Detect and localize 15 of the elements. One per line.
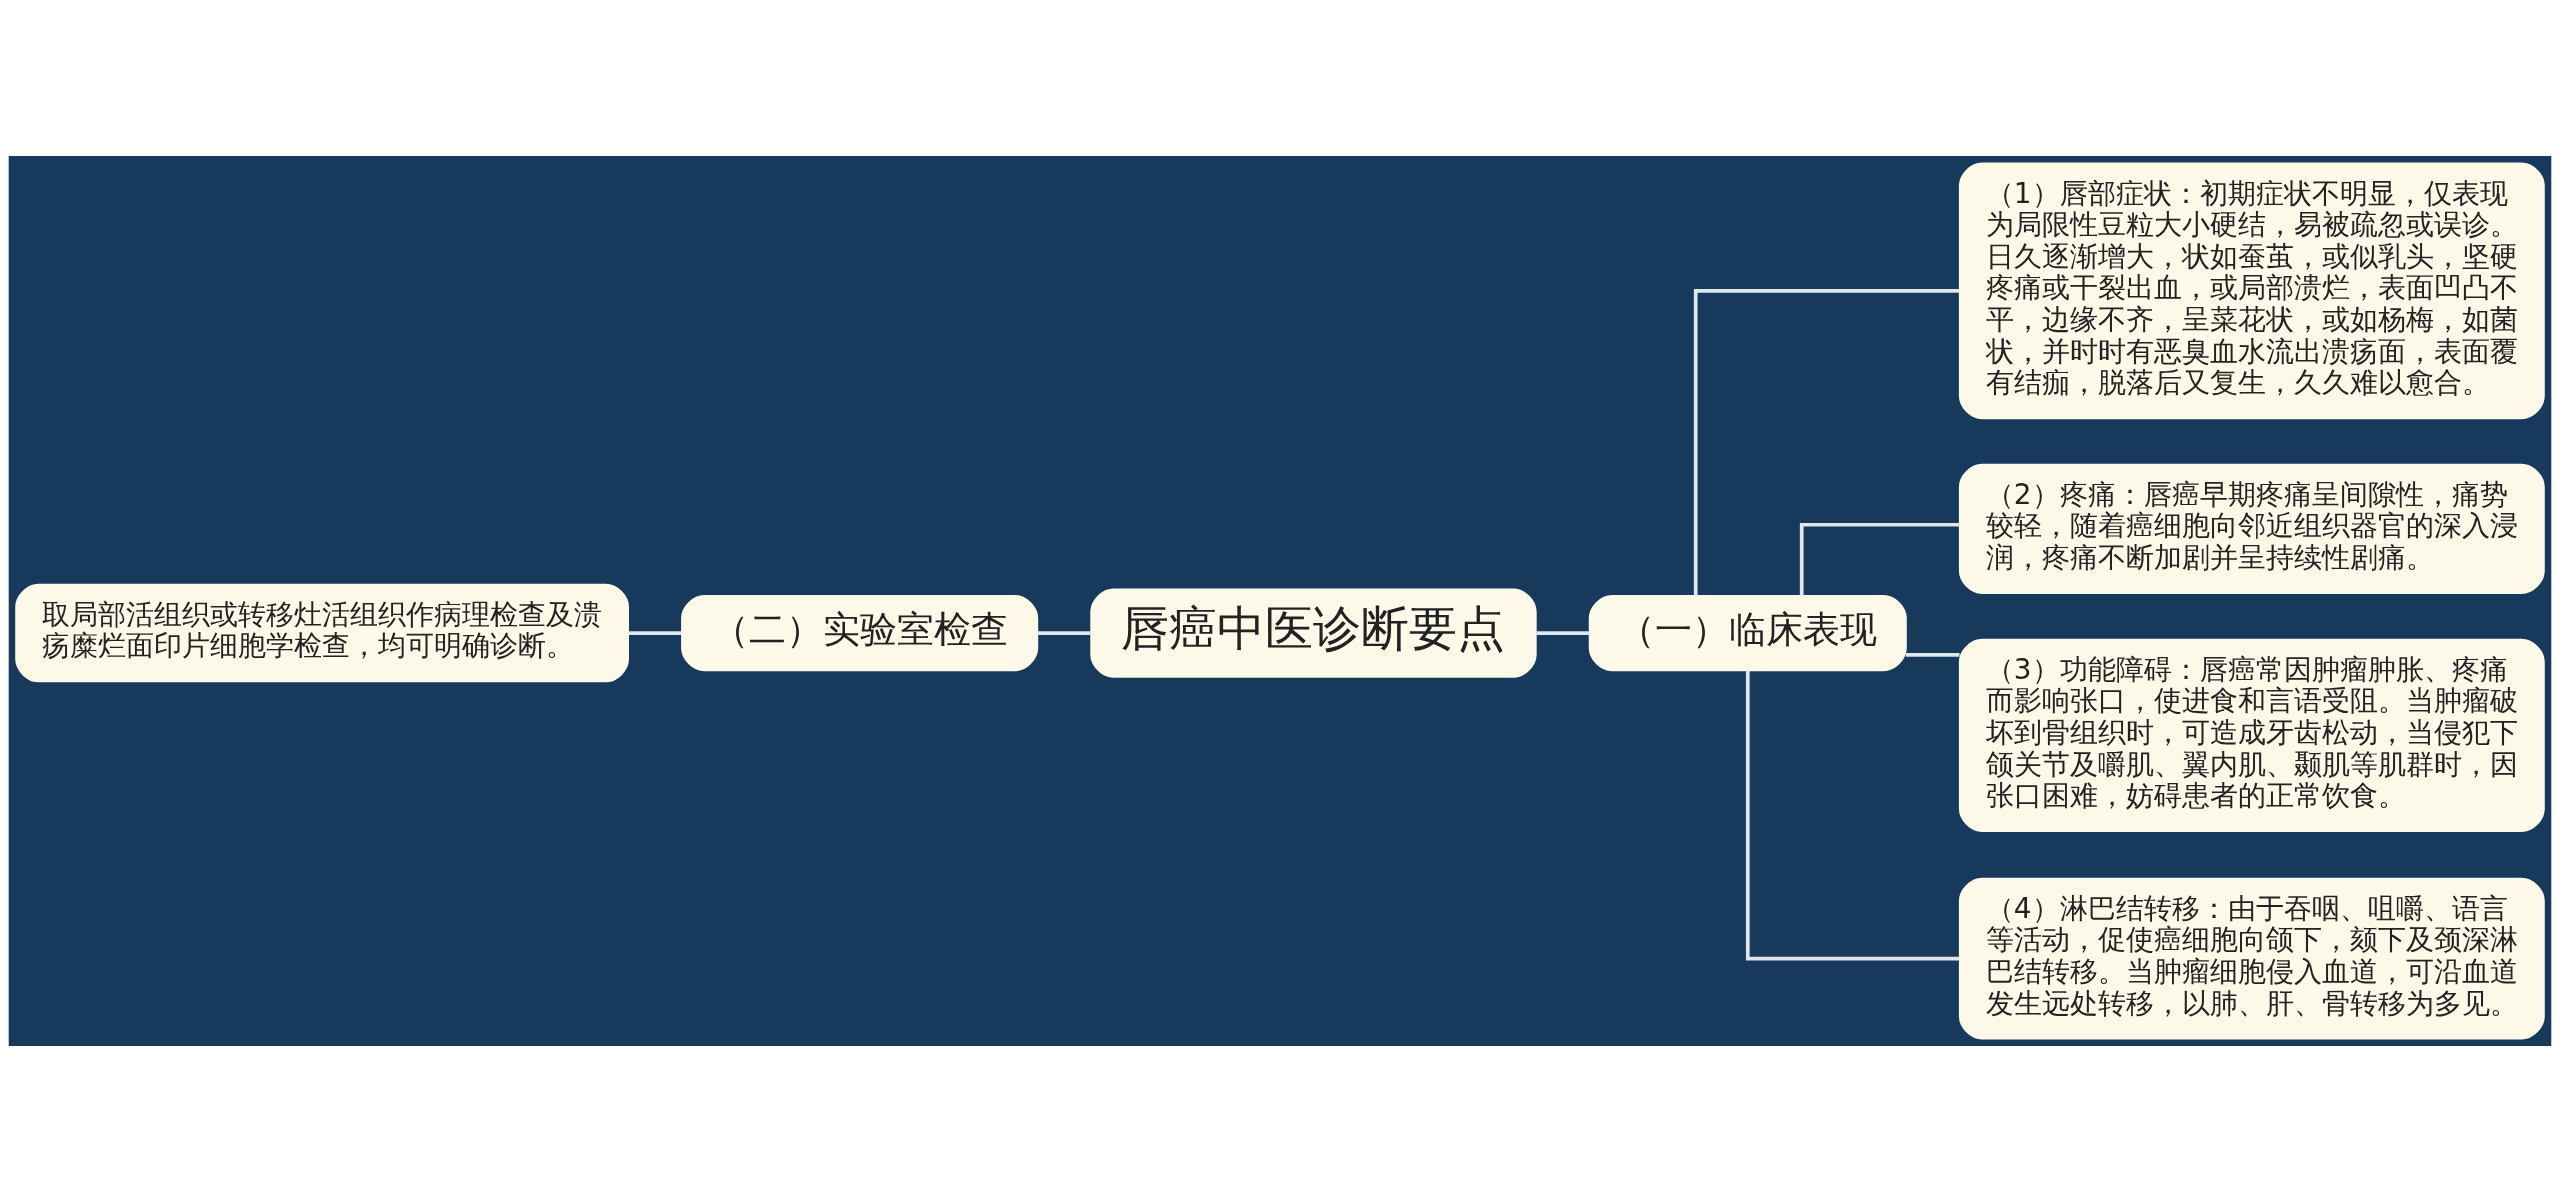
node-box: （3）功能障碍：唇癌常因肿瘤肿胀、疼痛而影响张口，使进食和言语受阻。当肿瘤破坏到骨组织时，可造成牙齿松动，当侵犯下颌关节及嚼肌、翼内肌、颞肌等肌群时，因张口困难，妨碍患者的正常饮食。 [1958, 638, 2545, 832]
connector [1799, 522, 1960, 596]
node-box: 取局部活组织或转移灶活组织作病理检查及溃疡糜烂面印片细胞学检查，均可明确诊断。 [15, 583, 629, 682]
node-box: 唇癌中医诊断要点 [1090, 587, 1537, 678]
connector [1745, 669, 1960, 960]
connector [1905, 652, 1960, 657]
node-box: （2）疼痛：唇癌早期疼痛呈间隙性，痛势较轻，随着癌细胞向邻近组织器官的深入浸润，疼痛不断加剧并呈持续性剧痛。 [1958, 463, 2545, 594]
connector [1536, 630, 1590, 635]
connector [628, 630, 682, 635]
node-box: （一）临床表现 [1588, 594, 1907, 671]
connector [1693, 288, 1960, 596]
node-box: （1）唇部症状：初期症状不明显，仅表现为局限性豆粒大小硬结，易被疏忽或误诊。日久逐渐增大，状如蚕茧，或似乳头，坚硬疼痛或干裂出血，或局部溃烂，表面凹凸不平，边缘不齐，呈菜花状，或如杨梅，如菌状，并时时有恶臭血水流出溃疡面，表面覆有结痂，脱落后又复生，久久难以愈合。 [1958, 162, 2545, 419]
node-box: （4）淋巴结转移：由于吞咽、咀嚼、语言等活动，促使癌细胞向颌下，颏下及颈深淋巴结转移。当肿瘤细胞侵入血道，可沿血道发生远处转移，以肺、肝、骨转移为多见。 [1958, 877, 2545, 1039]
node-box: （二）实验室检查 [681, 594, 1039, 671]
connector [1037, 630, 1091, 635]
